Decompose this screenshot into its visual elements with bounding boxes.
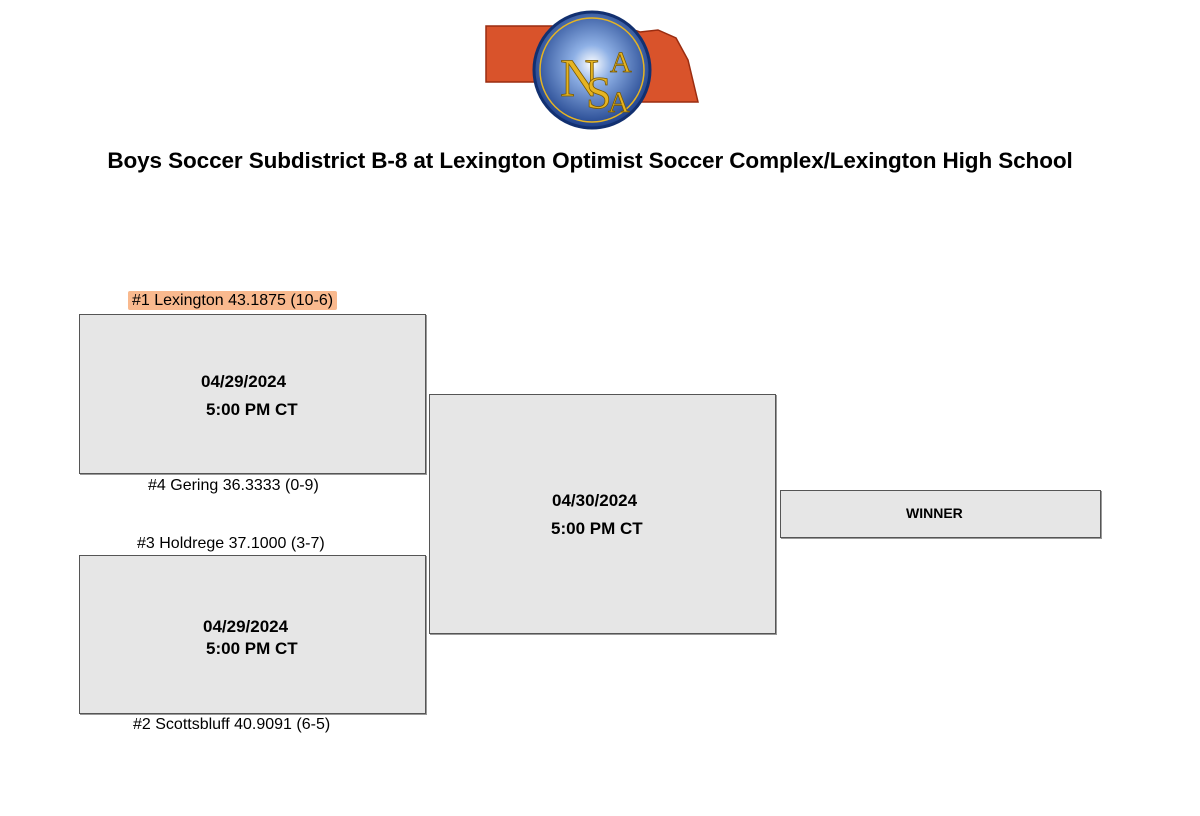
- game2-top-team: #3 Holdrege 37.1000 (3-7): [137, 535, 325, 552]
- game1-time: 5:00 PM CT: [206, 400, 298, 419]
- game2-box: [79, 555, 426, 714]
- winner-box: [780, 490, 1101, 538]
- svg-text:A: A: [608, 86, 630, 119]
- final-box: [429, 394, 776, 634]
- final-time: 5:00 PM CT: [551, 519, 643, 538]
- winner-label: WINNER: [906, 505, 963, 521]
- game2-bottom-team: #2 Scottsbluff 40.9091 (6-5): [133, 716, 331, 733]
- game2-date: 04/29/2024: [203, 617, 289, 636]
- game1-date: 04/29/2024: [201, 372, 287, 391]
- svg-text:S: S: [586, 67, 612, 118]
- game1-bottom-team: #4 Gering 36.3333 (0-9): [148, 477, 319, 494]
- nsaa-logo: N S A A: [482, 8, 702, 132]
- seed-highlight: #1 Lexington 43.1875 (10-6): [128, 291, 338, 310]
- game2-time: 5:00 PM CT: [206, 639, 298, 658]
- game1-box: [79, 314, 426, 474]
- svg-text:A: A: [610, 46, 632, 79]
- svg-text:N: N: [560, 48, 599, 108]
- game1-top-team: #1 Lexington 43.1875 (10-6): [128, 291, 338, 310]
- final-date: 04/30/2024: [552, 491, 638, 510]
- page-title: Boys Soccer Subdistrict B-8 at Lexington…: [107, 148, 1073, 173]
- nebraska-state-icon: N S A A: [485, 10, 699, 130]
